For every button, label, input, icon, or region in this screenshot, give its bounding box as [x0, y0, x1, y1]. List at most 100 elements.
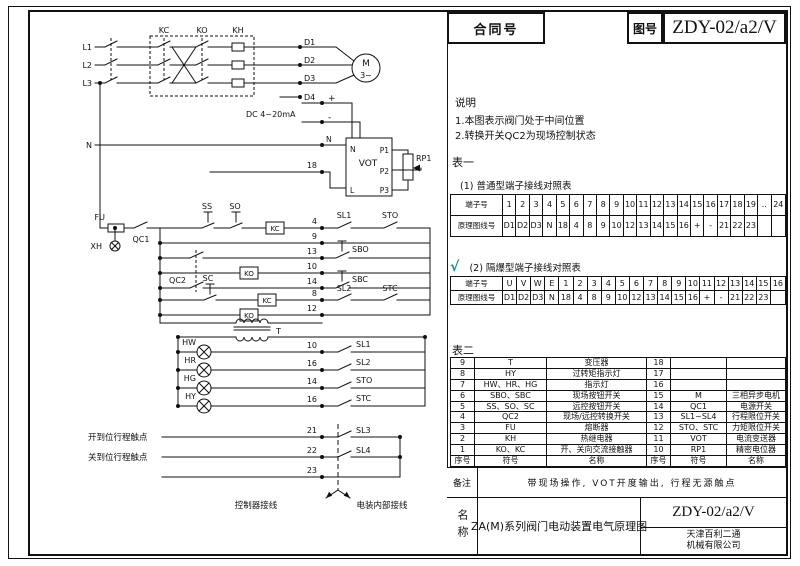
table-cell: 18 [647, 358, 671, 368]
note-line-1: 1.本图表示阀门处于中间位置 [455, 116, 585, 127]
table-cell: 变压器 [547, 358, 647, 368]
qc2-label: QC2 [169, 276, 186, 285]
plus-terminal-label: + [328, 94, 336, 104]
drawing-number-bottom: ZDY-02/a2/V [641, 498, 786, 528]
table-cell: 4 [570, 216, 584, 236]
table-cell: 24 [773, 200, 784, 209]
hw-label: HW [182, 338, 196, 347]
kc-coil-label: KC [270, 225, 279, 233]
line13-label: 13 [307, 247, 317, 256]
table-cell: 11 [637, 195, 651, 215]
table-cell: 22 [731, 216, 745, 236]
table-cell: 名称 [748, 456, 764, 466]
p2-label: P2 [380, 167, 390, 176]
table-cell: 16 [647, 379, 671, 390]
sl4-label: SL4 [356, 446, 371, 455]
table-cell: 14 [651, 216, 665, 236]
open-position-note: 开到位行程触点 [88, 432, 148, 443]
schematic-labels: L1 L2 L3 N KC KO KH D1 D2 D3 D4 M 3~ DC … [82, 26, 431, 511]
schematic: L1 L2 L3 N KC KO KH D1 D2 D3 D4 M 3~ DC … [82, 26, 431, 511]
line14-label: 14 [307, 277, 317, 286]
sc-label: SC [203, 274, 214, 283]
table-cell: 13 [664, 195, 678, 215]
table-cell: 15 [691, 195, 705, 215]
table-cell: 12 [647, 423, 671, 434]
row-label: 端子号 [451, 277, 503, 290]
table-cell: 4 [602, 277, 616, 290]
label-d1: D1 [304, 38, 315, 47]
table-cell: N [543, 216, 557, 236]
table-cell: 过转矩指示灯 [547, 368, 647, 379]
table-cell: 19 [745, 195, 759, 215]
table-cell: 12 [651, 195, 665, 215]
drawing-number-label: 图号 [632, 21, 657, 36]
table2-section-label: 表二 [452, 344, 474, 357]
table-cell: SS、SO、SC [475, 401, 547, 412]
motor-circle [351, 53, 381, 83]
table-cell: 5 [616, 277, 630, 290]
table-cell: D3 [530, 216, 544, 236]
table-cell: 7 [584, 195, 597, 215]
table-cell: QC2 [475, 412, 547, 423]
table1-exd-title-row: √ (2) 隔爆型端子接线对照表 [450, 256, 581, 275]
table-cell [671, 368, 727, 379]
internal-wiring-label: 电装内部接线 [356, 500, 408, 511]
table-cell: 9 [597, 216, 611, 236]
label-l2: L2 [82, 61, 92, 70]
contactor-enclosure [149, 35, 255, 97]
vot-label: VOT [359, 159, 378, 169]
component-boxes [107, 42, 414, 414]
table-cell: 2 [451, 434, 475, 445]
table-cell [727, 380, 785, 390]
label-kc: KC [159, 26, 170, 35]
table-cell: 16 [772, 279, 784, 288]
sl3-label: SL3 [356, 426, 371, 435]
table-cell: 14 [658, 291, 673, 304]
table-cell: 8 [584, 216, 597, 236]
table-cell: W [531, 277, 546, 290]
table-cell: 8 [658, 277, 673, 290]
table-cell: 4 [451, 412, 475, 423]
panel-divider [447, 12, 448, 554]
table-cell: 电流变送器 [736, 434, 776, 444]
table-cell: 远控按钮开关 [547, 401, 647, 412]
table-cell: D2 [516, 216, 530, 236]
company-line-2: 机械有限公司 [686, 541, 741, 551]
notes-block: 说明 1.本图表示阀门处于中间位置 2.转换开关QC2为现场控制状态 [455, 96, 755, 144]
sto-aux-label: STO [356, 376, 372, 385]
table-cell: 15 [647, 390, 671, 401]
table-cell: E [545, 277, 560, 290]
table-cell: VOT [671, 434, 727, 445]
hg-label: HG [184, 374, 196, 383]
line22-label: 22 [307, 446, 317, 455]
sbc-label: SBC [352, 275, 368, 284]
table-cell: 14 [743, 277, 757, 290]
table-cell: 现场/远控转换开关 [547, 412, 647, 423]
remarks-row: 备注 带现场操作, VOT开度输出, 行程无源触点 [447, 467, 786, 497]
table-cell: D1 [503, 291, 518, 304]
table-cell: 13 [644, 291, 659, 304]
table-cell: 8 [451, 368, 475, 379]
rp1-wiper-arrow [413, 164, 420, 172]
drawing-number-value: ZDY-02/a2/V [672, 17, 777, 38]
table-cell: 18 [557, 216, 571, 236]
rp1-label: RP1 [416, 154, 431, 163]
company-line-1: 天津百利二通 [686, 530, 741, 540]
table-cell: SBO、SBC [475, 390, 547, 401]
label-l3: L3 [82, 79, 92, 88]
label-kh: KH [232, 26, 243, 35]
table-cell: 8 [597, 195, 611, 215]
table-cell: 开、关向交流接触器 [547, 445, 647, 456]
table-cell: 3 [530, 195, 544, 215]
close-position-note: 关到位行程触点 [88, 452, 148, 463]
so-label: SO [229, 202, 240, 211]
table-cell: 名称 [547, 456, 647, 466]
